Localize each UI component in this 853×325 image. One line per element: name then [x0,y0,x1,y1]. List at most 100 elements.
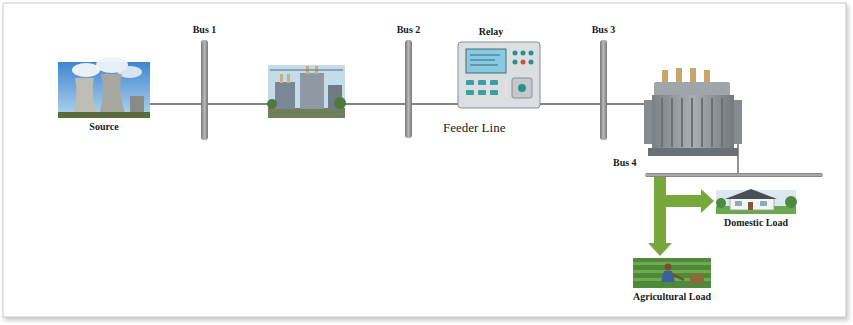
substation-picture-part [267,99,277,109]
substation-picture-part [268,65,345,118]
wire-line [412,103,458,104]
house-picture-part [760,201,767,206]
bus-label: Bus 3 [592,24,616,36]
transformer-picture-part [701,98,703,147]
relay-picture-part [512,78,532,98]
label-holder: Feeder Line [443,121,505,136]
power-plant-picture-part [99,74,126,116]
relay-picture-part [470,60,495,61]
load-node: Domestic Load [716,190,796,214]
house-picture-part [716,198,726,208]
house-picture-part [735,201,742,206]
transformer-picture-part [681,98,683,147]
power-plant-picture-part [58,112,150,118]
substation-picture-part [334,97,346,109]
farm-picture-part [633,262,711,265]
source-node: Source [58,62,150,118]
frame-border [3,3,846,317]
relay-picture-part [521,60,526,65]
bus-label: Bus 1 [193,24,217,36]
house-picture-part [785,196,797,208]
farm-picture-part [690,274,704,284]
relay-picture-part [529,51,534,56]
relay-picture-part [466,90,474,95]
house-picture-part [716,190,796,214]
bus-bar: Bus 2 [405,40,412,138]
power-plant-picture-part [118,66,142,78]
arrow-head [648,243,672,256]
transformer-picture-part [662,70,668,84]
relay-picture-part [518,84,526,92]
power-plant-picture-part [72,78,98,116]
load-label: Domestic Load [724,217,788,229]
house-picture-part [725,189,777,199]
substation-picture-part [287,74,290,83]
transformer-picture [644,68,742,156]
wire-line [150,103,201,104]
power-plant-picture-part [72,63,100,77]
substation-picture-part [280,74,283,83]
bus-bar: Bus 3 [600,40,607,140]
arrow-shaft [654,177,666,243]
relay-picture-part [458,42,540,108]
transformer-picture-part [671,98,673,147]
arrow-head [701,189,714,213]
bus-bar: Bus 1 [201,40,208,140]
transformer-picture-part [661,98,663,147]
relay-picture-part [466,49,506,73]
transformer-picture-part [690,68,696,84]
load-node: Agricultural Load [633,258,711,288]
relay-picture-part [521,51,526,56]
farm-picture-part [661,271,675,282]
farm-picture-part [633,258,711,288]
power-plant-picture [58,57,150,118]
transformer-picture-part [711,98,713,147]
transformer-picture-part [691,98,693,147]
transformer-picture-part [648,148,738,156]
farm-picture-part [665,264,672,271]
relay-node: Relay [458,42,540,108]
line-label: Feeder Line [443,121,505,136]
relay-picture-part [478,90,486,95]
power-plant-picture-part [130,96,144,114]
transformer-picture-part [654,82,730,96]
house-picture [716,189,797,214]
relay-picture-part [490,80,498,85]
load-arrow [648,177,672,256]
substation-picture-part [275,82,295,109]
house-picture-part [730,198,774,210]
bus-label: Bus 2 [397,24,421,36]
farm-picture-part [672,274,684,280]
relay-picture-part [490,90,498,95]
relay-picture-part [529,60,534,65]
bus-bar: Bus 4 [645,173,823,177]
node-label: Relay [479,26,503,38]
substation-picture-part [300,73,324,109]
relay-picture-part [513,51,518,56]
substation-picture [267,65,346,118]
feeder-wire [540,104,600,105]
transformer-picture-part [652,95,734,150]
transformer-picture-part [734,100,742,144]
relay-picture [458,42,540,108]
load-arrow [660,177,714,213]
transformer-picture-part [676,68,682,84]
relay-picture-part [470,55,500,56]
bus-label: Bus 4 [613,157,637,169]
house-picture-part [748,202,753,210]
arrow-shaft [660,177,701,201]
farm-picture [633,258,711,288]
substation-picture-part [270,70,343,71]
transformer-picture-part [721,98,723,147]
transformer-picture-part [644,100,652,144]
load-label: Agricultural Load [633,291,711,303]
relay-picture-part [478,80,486,85]
feeder-wire [150,104,201,105]
relay-picture-part [513,60,518,65]
relay-picture-part [466,80,474,85]
wire-line [540,103,600,104]
feeder-wire [412,104,458,105]
